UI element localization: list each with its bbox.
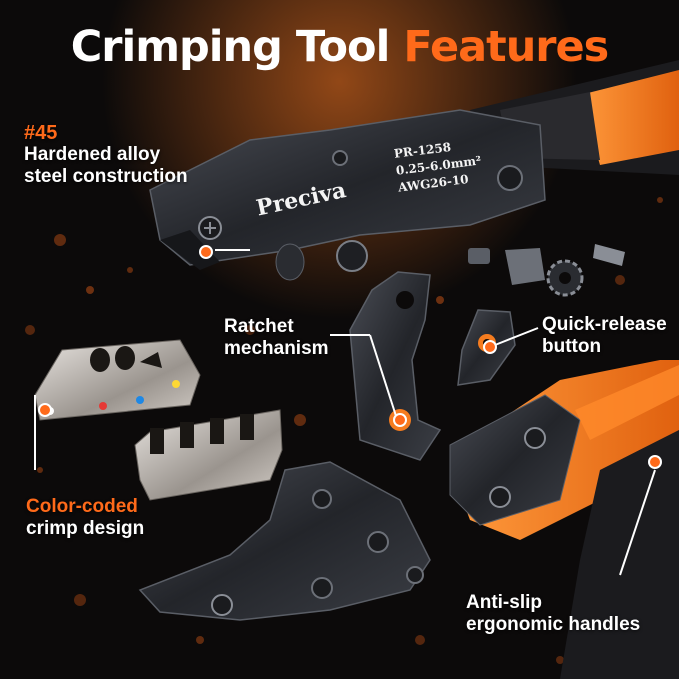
spec-stamp: PR-1258 0.25-6.0mm² AWG26-10 — [393, 136, 484, 197]
callout-ratchet-line1: Ratchet — [224, 316, 294, 337]
title-accent: Features — [403, 22, 609, 72]
callout-crimp: Color-coded crimp design — [26, 496, 144, 540]
page-title: Crimping Tool Features — [0, 22, 679, 72]
die-dot — [99, 402, 107, 410]
title-main: Crimping Tool — [70, 22, 391, 72]
callout-ratchet: Ratchet mechanism — [224, 316, 329, 360]
top-jaw-plate — [149, 109, 546, 281]
callout-release-line1: Quick-release — [542, 314, 667, 335]
callout-ratchet-line2: mechanism — [224, 338, 329, 359]
callout-release-line2: button — [542, 336, 602, 357]
callout-steel-line2: steel construction — [24, 166, 188, 187]
callout-release: Quick-release button — [542, 314, 667, 358]
die-dot — [136, 396, 144, 404]
lower-die — [134, 409, 283, 501]
callout-handles: Anti-slip ergonomic handles — [466, 592, 640, 636]
top-handle — [470, 60, 679, 175]
callout-crimp-line1: Color-coded — [26, 496, 138, 517]
die-dot — [172, 380, 180, 388]
callout-crimp-line2: crimp design — [26, 518, 145, 539]
upper-die — [34, 339, 201, 421]
callout-handles-line1: Anti-slip — [466, 592, 542, 613]
right-handle — [449, 360, 679, 679]
callout-steel-line1: Hardened alloy — [24, 144, 161, 165]
callout-handles-line2: ergonomic handles — [466, 614, 641, 635]
callout-steel: #45 Hardened alloy steel construction — [24, 122, 188, 188]
lower-jaw-plate — [138, 461, 431, 621]
die-color-dots — [46, 380, 180, 415]
callout-leaders — [34, 245, 662, 576]
hardware-parts — [468, 244, 625, 297]
callout-steel-number: #45 — [24, 122, 58, 144]
